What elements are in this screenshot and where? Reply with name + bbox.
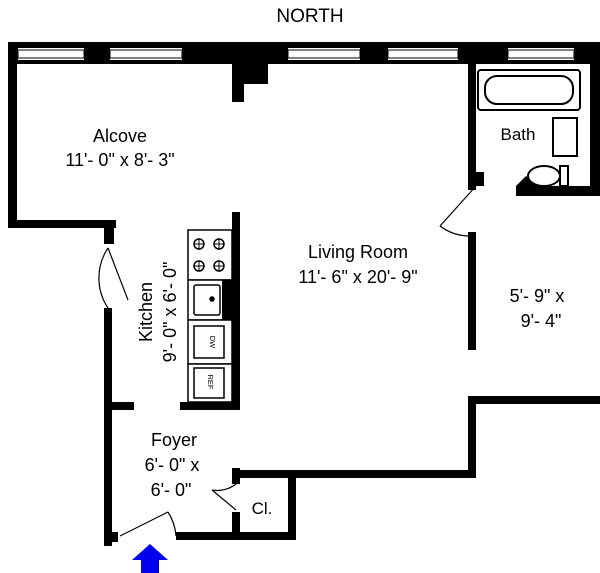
window <box>109 49 183 59</box>
window <box>507 49 575 59</box>
walls <box>8 42 600 546</box>
toilet <box>527 165 569 187</box>
closet-name: Cl. <box>252 499 273 518</box>
doors <box>98 185 477 537</box>
east-room-size-2: 9'- 4" <box>521 311 562 331</box>
entrance-door <box>119 511 169 537</box>
alcove-name: Alcove <box>93 126 147 146</box>
alcove-size: 11'- 0" x 8'- 3" <box>65 150 174 170</box>
east-room-size-1: 5'- 9" x <box>510 286 565 306</box>
entrance-arrow-icon <box>132 544 168 573</box>
refrigerator-label: REF <box>206 375 215 390</box>
living-room-size: 11'- 6" x 20'- 9" <box>298 267 417 287</box>
bath-name: Bath <box>501 125 536 144</box>
foyer-size-1: 6'- 0" x <box>145 455 200 475</box>
counter-edge <box>222 280 232 320</box>
north-label: NORTH <box>276 6 343 27</box>
window <box>287 49 361 59</box>
bathtub <box>477 69 581 111</box>
kitchen-door <box>107 247 129 301</box>
bath-door <box>439 185 477 227</box>
refrigerator <box>187 363 233 403</box>
dishwasher <box>187 319 233 365</box>
foyer-size-2: 6'- 0" <box>151 480 192 500</box>
stove <box>187 229 233 281</box>
foyer-name: Foyer <box>151 430 197 450</box>
window <box>17 49 85 59</box>
living-room-name: Living Room <box>308 242 408 262</box>
bath-sink <box>552 117 578 157</box>
closet-door <box>211 489 237 511</box>
dishwasher-label: DW <box>208 336 217 349</box>
windows <box>17 49 575 59</box>
kitchen-name: Kitchen <box>136 282 156 342</box>
north-wall <box>8 42 596 64</box>
window <box>387 49 459 59</box>
kitchen-size: 9'- 0" x 6'- 0" <box>160 262 180 363</box>
